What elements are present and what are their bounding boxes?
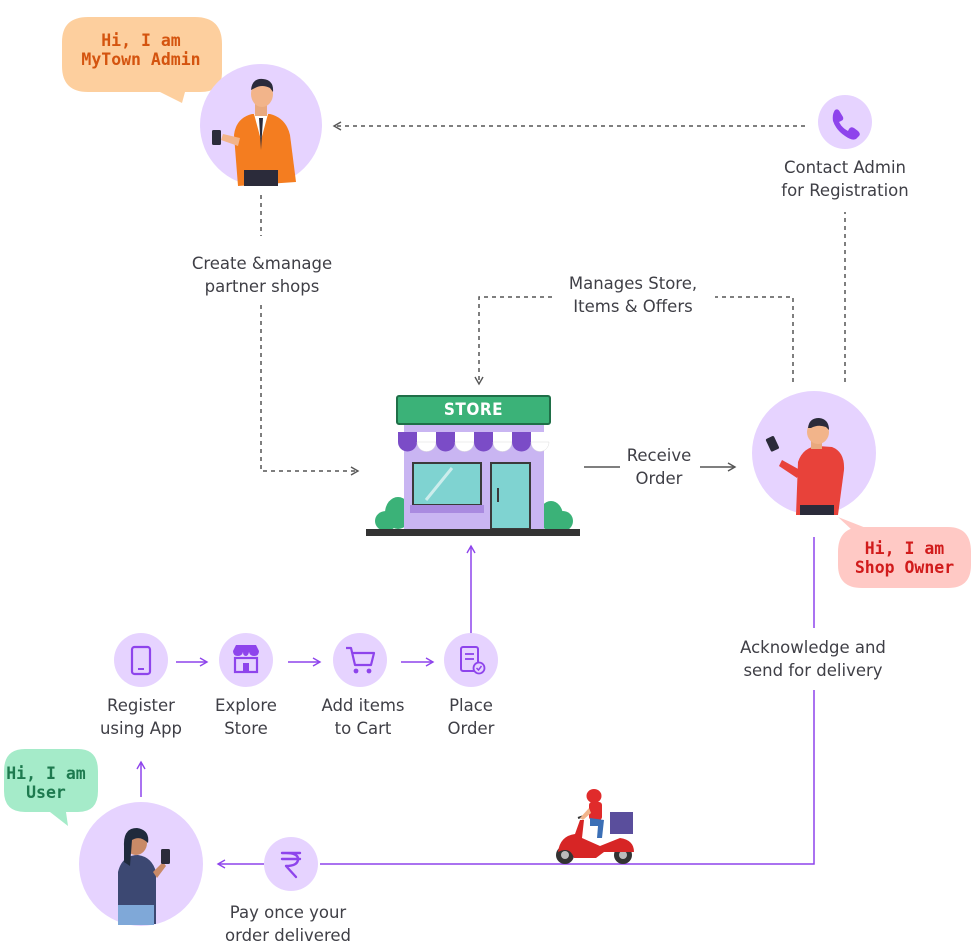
- step-order-label: Place Order: [426, 694, 516, 740]
- owner-bubble-line2: Shop Owner: [854, 558, 955, 577]
- user-bubble-text: Hi, I am User: [6, 764, 86, 802]
- label-create-manage-line1: Create &manage: [191, 254, 333, 273]
- label-acknowledge-line1: Acknowledge and: [740, 638, 886, 657]
- connector-manages-to-store: [474, 296, 552, 386]
- phone-icon: [818, 95, 872, 149]
- label-create-manage-line2: partner shops: [204, 277, 320, 296]
- label-contact-admin-line2: for Registration: [781, 181, 909, 200]
- admin-bubble-line1: Hi, I am: [101, 31, 181, 50]
- user-avatar: [79, 802, 203, 926]
- delivery-scooter-icon: [556, 789, 634, 864]
- step-explore-label: Explore Store: [196, 694, 296, 740]
- step-cart-line1: Add items: [321, 696, 405, 715]
- user-bubble-line1: Hi, I am: [6, 764, 86, 783]
- label-acknowledge-line2: send for delivery: [743, 661, 883, 680]
- label-manages-store-line2: Items & Offers: [573, 297, 693, 316]
- step-explore-line1: Explore: [215, 696, 277, 715]
- rupee-icon: [264, 837, 318, 891]
- label-contact-admin: Contact Admin for Registration: [750, 156, 940, 202]
- admin-speech-bubble: [62, 17, 222, 103]
- store-sign-text: STORE: [443, 400, 504, 420]
- step-order-line2: Order: [447, 719, 495, 738]
- user-speech-bubble: [4, 749, 98, 826]
- step-register-line2: using App: [99, 719, 183, 738]
- owner-avatar: [752, 391, 876, 515]
- step-order-line1: Place: [449, 696, 493, 715]
- admin-avatar: [200, 64, 322, 186]
- connector-admin-to-store-2: [260, 305, 360, 476]
- owner-speech-bubble: [838, 517, 971, 588]
- label-acknowledge: Acknowledge and send for delivery: [718, 636, 908, 682]
- step-cart-icon: [333, 633, 387, 687]
- label-pay-once-line1: Pay once your: [229, 903, 347, 922]
- step-explore-line2: Store: [224, 719, 268, 738]
- label-pay-once: Pay once your order delivered: [203, 901, 373, 947]
- label-receive-order-line2: Order: [635, 469, 683, 488]
- connector-owner-manages-store: [715, 296, 794, 382]
- step-cart-label: Add items to Cart: [308, 694, 418, 740]
- step-register-label: Register using App: [86, 694, 196, 740]
- admin-bubble-line2: MyTown Admin: [81, 50, 201, 69]
- label-create-manage: Create &manage partner shops: [172, 252, 352, 298]
- label-manages-store-line1: Manages Store,: [568, 274, 698, 293]
- label-manages-store: Manages Store, Items & Offers: [548, 272, 718, 318]
- connector-delivery-path: [320, 690, 815, 865]
- admin-bubble-text: Hi, I am MyTown Admin: [70, 31, 212, 69]
- step-register-icon: [114, 633, 168, 687]
- label-pay-once-line2: order delivered: [225, 926, 351, 945]
- label-receive-order-line1: Receive: [626, 446, 692, 465]
- label-contact-admin-line1: Contact Admin: [783, 158, 907, 177]
- label-receive-order: Receive Order: [614, 444, 704, 490]
- user-bubble-line2: User: [26, 783, 66, 802]
- step-cart-line2: to Cart: [334, 719, 392, 738]
- store-illustration: [366, 395, 580, 536]
- step-explore-icon: [219, 633, 273, 687]
- step-register-line1: Register: [107, 696, 175, 715]
- owner-bubble-text: Hi, I am Shop Owner: [842, 539, 967, 577]
- step-order-icon: [444, 633, 498, 687]
- owner-bubble-line1: Hi, I am: [864, 539, 945, 558]
